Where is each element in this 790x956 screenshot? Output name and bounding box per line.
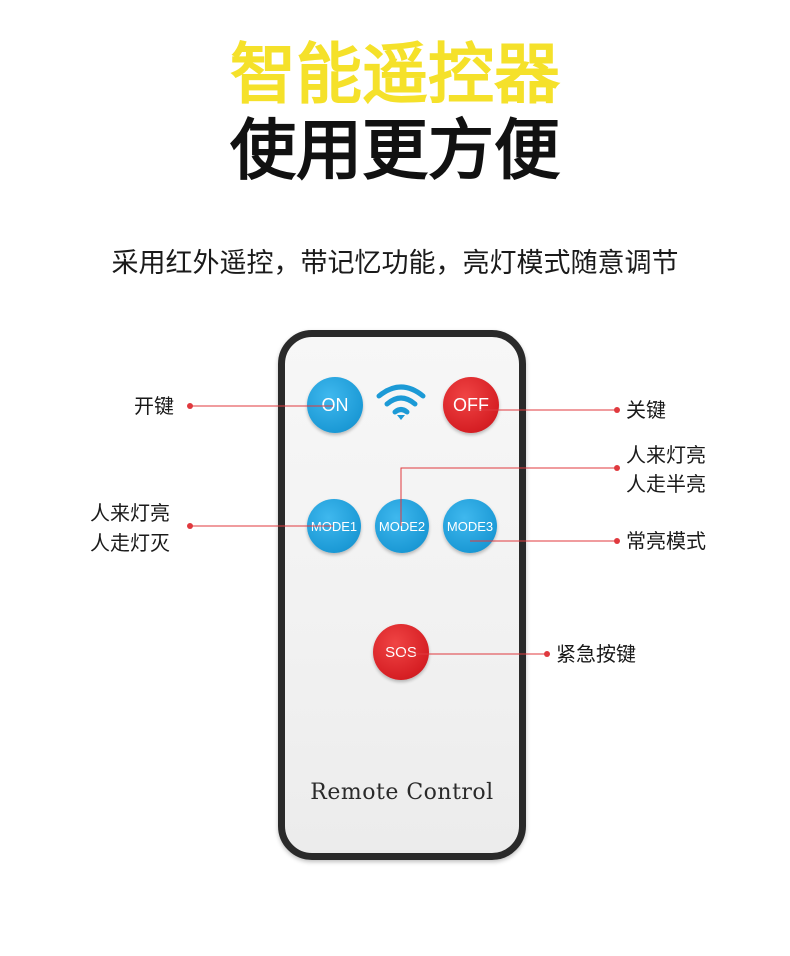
on-button[interactable]: ON	[307, 377, 363, 433]
page-title-line1: 智能遥控器	[230, 36, 560, 113]
label-off-key: 关键	[626, 398, 666, 422]
wifi-signal-icon	[376, 384, 426, 420]
label-mode1-line2: 人走灯灭	[90, 531, 170, 555]
label-on-key: 开键	[134, 394, 174, 418]
remote-brand-text: Remote Control	[310, 780, 494, 805]
label-mode3: 常亮模式	[626, 529, 706, 553]
mode3-button[interactable]: MODE3	[443, 499, 497, 553]
label-mode2-line1: 人来灯亮	[626, 443, 706, 467]
mode3-button-label: MODE3	[446, 518, 494, 534]
page-title-line2: 使用更方便	[230, 112, 560, 189]
off-button[interactable]: OFF	[443, 377, 499, 433]
off-button-label: OFF	[453, 394, 489, 415]
sos-button[interactable]: SOS	[373, 624, 429, 680]
mode2-button[interactable]: MODE2	[375, 499, 429, 553]
mode1-button-label: MODE1	[310, 518, 358, 534]
pointer-dot-mode2	[614, 465, 620, 471]
sos-button-label: SOS	[385, 643, 417, 661]
mode1-button[interactable]: MODE1	[307, 499, 361, 553]
pointer-dot-sos	[544, 651, 550, 657]
pointer-dot-off	[614, 407, 620, 413]
label-sos: 紧急按键	[556, 642, 636, 666]
label-mode2-line2: 人走半亮	[626, 472, 706, 496]
pointer-dot-mode1	[187, 523, 193, 529]
on-button-label: ON	[321, 394, 349, 415]
label-mode1-line1: 人来灯亮	[90, 501, 170, 525]
page-subtitle: 采用红外遥控，带记忆功能，亮灯模式随意调节	[111, 248, 679, 279]
mode2-button-label: MODE2	[378, 518, 426, 534]
pointer-dot-mode3	[614, 538, 620, 544]
pointer-dot-on	[187, 403, 193, 409]
